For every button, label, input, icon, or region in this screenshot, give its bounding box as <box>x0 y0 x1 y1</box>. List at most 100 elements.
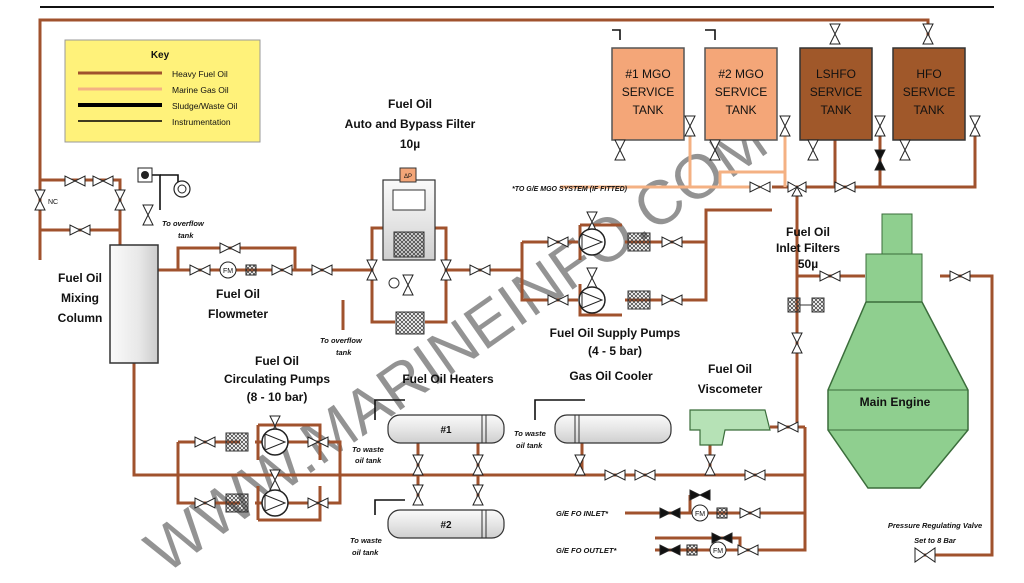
tank-2-mgo: #2 MGO SERVICE TANK <box>704 47 778 141</box>
valve-icon <box>739 507 761 519</box>
valve-icon <box>661 294 683 306</box>
valve-icon <box>684 115 696 137</box>
valve-closed-icon <box>711 532 733 544</box>
prv-line2: Set to 8 Bar <box>914 536 957 545</box>
mgo-pipes <box>560 130 787 189</box>
inlet-line2: Inlet Filters <box>776 241 840 255</box>
waste3-line2: oil tank <box>516 441 543 450</box>
valve-icon <box>69 224 91 236</box>
valve-closed-icon <box>689 489 711 501</box>
tank-3-line1: LSHFO <box>816 67 856 81</box>
valve-icon <box>472 454 484 476</box>
legend-title: Key <box>151 50 170 61</box>
heaters-title: Fuel Oil Heaters <box>402 372 494 386</box>
circ-line1: Fuel Oil <box>255 354 299 368</box>
valve-icon <box>271 264 293 276</box>
valve-icon <box>469 264 491 276</box>
valve-icon <box>709 139 721 161</box>
valve-icon <box>366 259 378 281</box>
waste2-line1: To waste <box>350 536 382 545</box>
supply-pump-1-icon <box>578 228 651 256</box>
valve-icon <box>874 115 886 137</box>
valve-icon <box>440 259 452 281</box>
valve-icon <box>749 181 771 193</box>
visco-line1: Fuel Oil <box>708 362 752 376</box>
valve-icon <box>307 497 329 509</box>
valve-icon <box>737 544 759 556</box>
legend-item-sludge: Sludge/Waste Oil <box>172 101 237 111</box>
overflow1-line2: tank <box>178 231 194 240</box>
valve-icon <box>614 139 626 161</box>
tank-1-line2: SERVICE <box>622 85 674 99</box>
to-ge-mgo-label: *TO G/E MGO SYSTEM (IF FITTED) <box>512 186 628 193</box>
valve-icon <box>604 469 626 481</box>
pressure-gauge-icon <box>137 167 191 198</box>
ge-fm-2: FM <box>713 548 723 555</box>
waste1-line2: oil tank <box>355 456 382 465</box>
valve-icon <box>914 547 936 563</box>
ge-inlet-label: G/E FO INLET* <box>556 509 609 518</box>
valve-closed-icon <box>659 544 681 556</box>
main-engine-label: Main Engine <box>860 395 931 409</box>
supply-line2: (4 - 5 bar) <box>588 344 642 358</box>
valve-icon <box>899 139 911 161</box>
waste-lines <box>145 29 716 515</box>
overflow2-line1: To overflow <box>320 336 363 345</box>
valve-icon <box>64 175 86 187</box>
flowmeter-line2: Flowmeter <box>208 307 268 321</box>
flowmeter-fm: FM <box>223 268 233 275</box>
valve-closed-icon <box>874 149 886 171</box>
valve-icon <box>969 115 981 137</box>
circ-line2: Circulating Pumps <box>224 372 330 386</box>
inlet-line1: Fuel Oil <box>786 225 830 239</box>
tank-3-line2: SERVICE <box>810 85 862 99</box>
filter-line3: 10µ <box>400 137 420 151</box>
valve-icon <box>194 497 216 509</box>
valve-icon <box>307 436 329 448</box>
ge-flowmeters <box>686 504 728 559</box>
valve-icon <box>922 23 934 45</box>
valve-icon <box>661 236 683 248</box>
heater-2-label: #2 <box>440 520 452 531</box>
valve-icon <box>34 189 46 211</box>
valve-icon <box>547 236 569 248</box>
three-way-valve-icon <box>787 181 807 197</box>
valve-icon <box>194 436 216 448</box>
valve-icon <box>402 274 414 296</box>
cooler-title: Gas Oil Cooler <box>569 369 653 383</box>
prv-line1: Pressure Regulating Valve <box>888 521 982 530</box>
valve-icon <box>114 189 126 211</box>
waste1-line1: To waste <box>352 445 384 454</box>
waste3-line1: To waste <box>514 429 546 438</box>
valve-icon <box>574 454 586 476</box>
tank-2-line2: SERVICE <box>715 85 767 99</box>
tank-2-line3: TANK <box>725 103 756 117</box>
valve-icon <box>834 181 856 193</box>
valve-icon <box>547 294 569 306</box>
valve-icon <box>829 23 841 45</box>
valves <box>34 23 981 563</box>
valve-icon <box>779 115 791 137</box>
tank-4-line1: HFO <box>916 67 941 81</box>
valve-icon <box>634 469 656 481</box>
flowmeter-icon <box>219 261 257 279</box>
valve-icon <box>949 270 971 282</box>
valve-icon <box>189 264 211 276</box>
valve-icon <box>807 139 819 161</box>
tank-4-line2: SERVICE <box>903 85 955 99</box>
legend-item-instrumentation: Instrumentation <box>172 117 231 127</box>
circ-pump-1-icon <box>225 428 289 456</box>
supply-line1: Fuel Oil Supply Pumps <box>550 326 681 340</box>
main-engine <box>827 213 969 489</box>
legend-item-mgo: Marine Gas Oil <box>172 85 229 95</box>
inlet-filters-icon <box>787 297 825 313</box>
circ-line3: (8 - 10 bar) <box>247 390 308 404</box>
filter-line1: Fuel Oil <box>388 97 432 111</box>
valve-closed-icon <box>659 507 681 519</box>
mixing-line3: Column <box>58 311 103 325</box>
tank-3-line3: TANK <box>820 103 851 117</box>
tank-1-mgo: #1 MGO SERVICE TANK <box>611 47 685 141</box>
valve-icon <box>412 484 424 506</box>
tank-1-line1: #1 MGO <box>625 67 670 81</box>
